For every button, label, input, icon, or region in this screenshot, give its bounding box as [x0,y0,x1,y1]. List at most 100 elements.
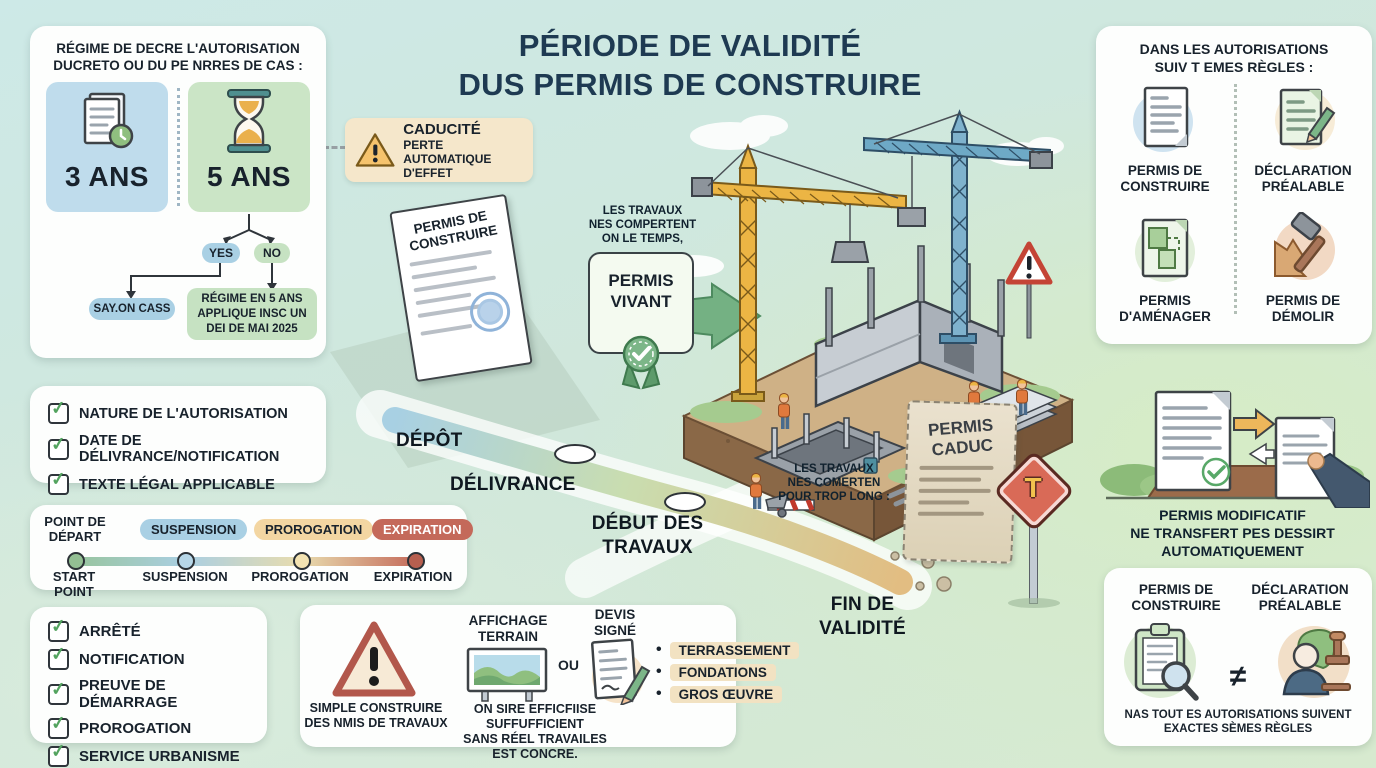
checkbox-icon: ✓ [48,433,69,460]
document-icon [1133,86,1193,152]
clipboard-magnifier-icon [1124,623,1199,701]
exclamation-road-sign [1005,241,1053,339]
yes-result: SAY.ON CASS [89,298,175,320]
option-5-years: 5 ANS [188,82,310,212]
checkbox-icon: ✓ [48,397,69,424]
t-road-sign: T [992,449,1076,612]
regime-card: RÉGIME DE DECRE L'AUTORISATION DUCRETO O… [30,26,326,358]
checklist-item: ✓TEXTE LÉGAL APPLICABLE [48,468,308,495]
site-plan-icon [1135,218,1195,282]
list-item: •FONDATIONS [656,663,799,681]
timeline-node-expiration [407,552,425,570]
warning-triangle-icon [332,621,416,697]
not-equal-sign: ≠ [1229,660,1247,693]
bullet-icon: • [656,663,662,680]
document-checklist-card: ✓NATURE DE L'AUTORISATION ✓DATE DE DÉLIV… [30,386,326,495]
hammer-icon [1274,211,1335,280]
milestone-debut [664,492,706,512]
list-item: •GROS ŒUVRE [656,685,799,703]
caducite-callout: CADUCITÉ PERTE AUTOMATIQUE D'EFFET [345,118,533,182]
checkbox-icon: ✓ [48,712,69,739]
label-delivrance: DÉLIVRANCE [450,474,576,495]
checklist-item: ✓ARRÊTÉ [48,615,141,642]
authorizations-card: DANS LES AUTORISATIONS SUIV T EMES RÈGLE… [1096,26,1372,344]
list-item: •TERRASSEMENT [656,641,800,659]
steps-checklist-card: ✓ARRÊTÉ ✓NOTIFICATION ✓PREUVE DE DÉMARRA… [30,607,267,767]
legend-expiration-pill: EXPIRATION [372,519,473,540]
billboard-icon [466,647,548,702]
checklist-item: ✓DATE DE DÉLIVRANCE/NOTIFICATION [48,432,280,465]
hourglass-icon [227,89,271,153]
legend-suspension-pill: SUSPENSION [140,519,248,540]
milestone-delivrance [554,444,596,464]
signed-quote-icon [590,638,651,705]
checkbox-icon: ✓ [48,615,69,642]
option-3-years: 3 ANS [46,82,168,212]
ribbon-check-badge [621,335,661,390]
tile-divider [177,88,180,206]
legend-bot-start: START POINT [52,569,96,599]
official-seal-icon [467,288,513,335]
yellow-crane [691,143,907,402]
ou-label: OU [558,657,579,673]
no-pill: NO [254,243,290,263]
legend-prorogation-pill: PROROGATION [254,519,374,540]
checkbox-icon: ✓ [48,643,69,670]
checklist-item: ✓SERVICE URBANISME [48,740,240,767]
permis-modificatif-illustration [1100,390,1370,508]
bullet-icon: • [656,641,662,658]
person-stamp-icon [1278,626,1351,698]
no-result: RÉGIME EN 5 ANS APPLIQUE INSC UN DEI DE … [187,288,317,340]
page-title: PÉRIODE DE VALIDITÉ DUS PERMIS DE CONSTR… [458,28,922,102]
timeline-node-suspension [177,552,195,570]
works-list: •TERRASSEMENT •FONDATIONS •GROS ŒUVRE [656,641,800,707]
timeline-gradient-bar [71,557,419,566]
checklist-item: ✓PROROGATION [48,712,192,739]
document-clock-icon [83,92,134,149]
checkbox-icon: ✓ [48,468,69,495]
yes-pill: YES [202,243,240,263]
caducite-connector [306,146,346,149]
checklist-item: ✓NOTIFICATION [48,643,185,670]
label-depot: DÉPÔT [396,430,463,451]
bullet-icon: • [656,685,662,702]
authorizations-divider [1234,84,1237,314]
flowchart-arrows [126,214,277,299]
checkbox-icon: ✓ [48,740,69,767]
timeline-node-start [67,552,85,570]
checklist-item: ✓PREUVE DE DÉMARRAGE [48,677,178,711]
blue-crane [863,109,1053,344]
caducite-title: CADUCITÉ [403,120,481,138]
authorizations-heading: DANS LES AUTORISATIONS SUIV T EMES RÈGLE… [1139,41,1329,75]
timeline-node-prorogation [293,552,311,570]
legend-bot-expiration: EXPIRATION [373,569,453,584]
warning-triangle-icon [355,133,395,167]
checklist-item: ✓NATURE DE L'AUTORISATION [48,397,308,424]
legend-bot-suspension: SUSPENSION [142,569,228,584]
checkbox-icon: ✓ [48,678,69,705]
legend-bot-prorogation: PROROGATION [251,569,349,584]
regime-heading: RÉGIME DE DECRE L'AUTORISATION DUCRETO O… [53,41,303,73]
document-pencil-icon [1275,88,1336,150]
